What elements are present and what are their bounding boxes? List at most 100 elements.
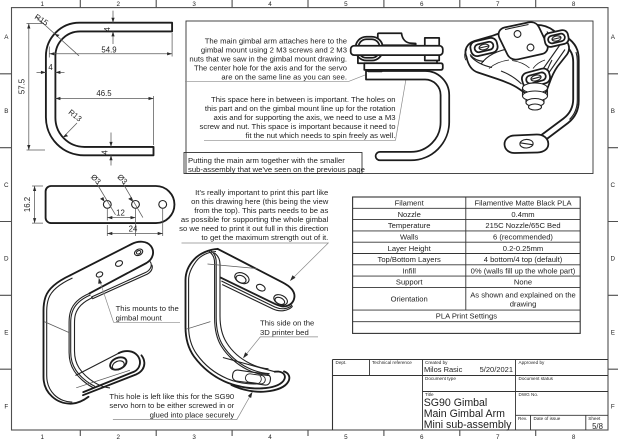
svg-text:from the top). This parts need: from the top). This parts needs to be as — [194, 206, 328, 215]
svg-text:This side on the: This side on the — [260, 318, 314, 327]
svg-text:DWG No.: DWG No. — [519, 392, 539, 397]
svg-text:6: 6 — [420, 1, 424, 8]
svg-text:None: None — [514, 278, 532, 287]
svg-text:F: F — [4, 403, 8, 410]
svg-text:servo horn to be either screwe: servo horn to be either screwed in or — [109, 401, 234, 410]
svg-text:It’s really important to print: It’s really important to print this part… — [195, 188, 328, 197]
svg-text:This hole is left like this fo: This hole is left like this for the SG90 — [109, 392, 234, 401]
svg-text:3: 3 — [192, 1, 196, 8]
svg-text:screw and nut. This space is i: screw and nut. This space is important b… — [200, 122, 396, 131]
svg-text:Milos Rasic: Milos Rasic — [424, 365, 463, 374]
svg-text:Mini sub-assembly: Mini sub-assembly — [424, 419, 512, 431]
svg-text:so we need to print it out ful: so we need to print it out full in this … — [179, 224, 328, 233]
svg-text:8: 8 — [572, 434, 576, 441]
svg-text:16.2: 16.2 — [23, 197, 32, 212]
svg-text:As shown and explained on the: As shown and explained on the — [470, 290, 576, 299]
svg-text:this part and on the gimbal mo: this part and on the gimbal mount line u… — [205, 104, 396, 113]
svg-text:5/8: 5/8 — [592, 422, 603, 431]
svg-text:as possible for supporting the: as possible for supporting the whole gim… — [181, 215, 329, 224]
svg-text:Temperature: Temperature — [388, 221, 431, 230]
svg-text:sub-assembly that we’ve seen o: sub-assembly that we’ve seen on the prev… — [188, 165, 365, 174]
svg-text:Approved by: Approved by — [519, 360, 545, 365]
svg-text:0% (walls fill up the whole pa: 0% (walls fill up the whole part) — [471, 266, 576, 275]
svg-text:B: B — [611, 108, 615, 115]
svg-text:axis and for supporting the ax: axis and for supporting the axis, we nee… — [213, 113, 395, 122]
svg-text:Dept.: Dept. — [336, 360, 347, 365]
svg-text:2: 2 — [116, 1, 120, 8]
svg-text:R13: R13 — [67, 108, 84, 124]
svg-text:B: B — [4, 108, 8, 115]
svg-text:Putting the main arm together: Putting the main arm together with the s… — [188, 156, 345, 165]
svg-text:glued into place securely: glued into place securely — [150, 411, 235, 420]
svg-text:Date of issue: Date of issue — [534, 416, 561, 421]
svg-text:Filamentive Matte Black PLA: Filamentive Matte Black PLA — [474, 199, 572, 208]
svg-text:to get the maximum strength ou: to get the maximum strength out of it. — [201, 233, 328, 242]
svg-text:C: C — [611, 182, 616, 189]
svg-text:7: 7 — [496, 434, 500, 441]
svg-text:The main gimbal arm attaches h: The main gimbal arm attaches here to the — [205, 36, 347, 45]
svg-text:3D printer bed: 3D printer bed — [260, 328, 309, 337]
svg-text:4: 4 — [48, 63, 53, 72]
svg-text:4: 4 — [268, 434, 272, 441]
svg-text:4: 4 — [103, 27, 112, 32]
svg-text:5: 5 — [344, 1, 348, 8]
svg-text:Walls: Walls — [400, 233, 418, 242]
svg-text:Filament: Filament — [395, 199, 425, 208]
svg-text:0.2-0.25mm: 0.2-0.25mm — [503, 244, 544, 253]
svg-text:gimbal mount using 2 M3 screws: gimbal mount using 2 M3 screws and 2 M3 — [201, 45, 347, 54]
svg-text:Nozzle: Nozzle — [398, 210, 421, 219]
svg-text:1: 1 — [41, 434, 45, 441]
svg-text:54.9: 54.9 — [101, 45, 116, 54]
svg-text:D: D — [611, 256, 616, 263]
svg-text:C: C — [4, 182, 9, 189]
svg-text:are on the same line as you ca: are on the same line as you can see. — [221, 72, 347, 81]
svg-text:Ø3: Ø3 — [89, 172, 103, 186]
svg-text:Ø3: Ø3 — [115, 172, 129, 186]
svg-text:215C Nozzle/65C Bed: 215C Nozzle/65C Bed — [485, 221, 560, 230]
svg-text:Rev.: Rev. — [518, 416, 527, 421]
svg-text:E: E — [4, 330, 8, 337]
svg-text:12: 12 — [116, 209, 125, 218]
svg-text:The center hole for the axis a: The center hole for the axis and for the… — [194, 63, 347, 72]
svg-text:8: 8 — [572, 1, 576, 8]
svg-text:Support: Support — [396, 278, 423, 287]
svg-text:Technical reference: Technical reference — [372, 360, 412, 365]
svg-text:7: 7 — [496, 1, 500, 8]
svg-text:4: 4 — [101, 150, 110, 155]
svg-text:D: D — [4, 256, 9, 263]
svg-text:1: 1 — [41, 1, 45, 8]
svg-text:3: 3 — [192, 434, 196, 441]
svg-text:PLA Print Settings: PLA Print Settings — [436, 312, 497, 321]
svg-text:6: 6 — [420, 434, 424, 441]
svg-text:Title: Title — [425, 392, 434, 397]
svg-text:on this drawing here (this bei: on this drawing here (this being the vie… — [191, 197, 329, 206]
svg-text:0.4mm: 0.4mm — [511, 210, 534, 219]
svg-text:Sheet: Sheet — [588, 416, 601, 421]
svg-text:A: A — [4, 34, 9, 41]
svg-text:This space here in between is: This space here in between is important.… — [211, 95, 395, 104]
svg-text:Main Gimbal Arm: Main Gimbal Arm — [424, 408, 505, 420]
svg-text:This mounts to the: This mounts to the — [116, 304, 179, 313]
svg-text:F: F — [611, 403, 615, 410]
svg-text:E: E — [611, 330, 615, 337]
svg-text:SG90 Gimbal: SG90 Gimbal — [424, 397, 488, 409]
svg-text:drawing: drawing — [510, 300, 537, 309]
svg-text:4 bottom/4 top (default): 4 bottom/4 top (default) — [484, 255, 563, 264]
svg-text:Document type: Document type — [425, 376, 456, 381]
svg-text:R15: R15 — [33, 12, 50, 28]
svg-text:Layer Height: Layer Height — [388, 244, 432, 253]
svg-text:24: 24 — [129, 225, 138, 234]
svg-text:Top/Bottom Layers: Top/Bottom Layers — [378, 255, 442, 264]
svg-text:4: 4 — [268, 1, 272, 8]
svg-text:Orientation: Orientation — [391, 295, 428, 304]
svg-text:nuts that we saw in the gimbal: nuts that we saw in the gimbal mount dra… — [189, 54, 347, 63]
svg-text:2: 2 — [116, 434, 120, 441]
svg-text:5: 5 — [344, 434, 348, 441]
svg-text:Document status: Document status — [519, 376, 554, 381]
svg-text:5/20/2021: 5/20/2021 — [480, 365, 513, 374]
svg-text:Infill: Infill — [402, 266, 416, 275]
svg-text:6 (recommended): 6 (recommended) — [493, 233, 553, 242]
svg-text:A: A — [611, 34, 616, 41]
svg-text:46.5: 46.5 — [96, 89, 112, 98]
svg-text:57.5: 57.5 — [18, 78, 27, 94]
